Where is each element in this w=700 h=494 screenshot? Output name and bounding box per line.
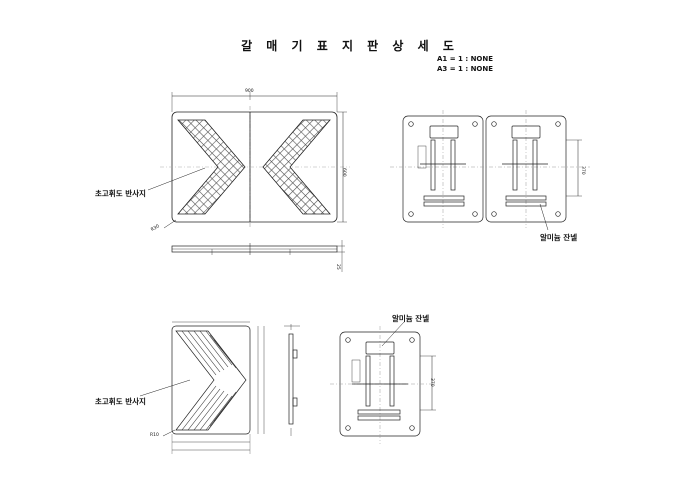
front-chevron-left — [177, 119, 246, 215]
callout-aluminum-panel-right: 알미늄 잔넬 — [540, 233, 578, 242]
single-chevron-view — [139, 321, 265, 454]
single-chevron-shape — [175, 330, 247, 431]
single-back-view — [330, 321, 436, 444]
callout-reflective-sheet-top: 초고휘도 반사지 — [95, 189, 146, 198]
side-profile-view — [284, 324, 300, 436]
scale-note-a3: A3 = 1 : NONE — [437, 65, 494, 73]
single-panel-outline — [171, 325, 251, 435]
front-view — [147, 92, 350, 229]
thickness-view — [171, 240, 345, 272]
scale-note-a1: A1 = 1 : NONE — [437, 55, 494, 63]
single-chevron-stripes — [181, 330, 241, 431]
dim-front-width: 900 — [245, 89, 254, 94]
drawing-title: 갈 매 기 표 지 판 상 세 도 — [241, 39, 459, 53]
callout-reflective-sheet-bottom: 초고휘도 반사지 — [95, 397, 146, 406]
dim-corner-radius-bottom: R10 — [150, 433, 159, 438]
callout-aluminum-panel-bottom: 알미늄 잔넬 — [392, 314, 430, 323]
front-chevron-right — [262, 119, 331, 215]
back-view — [390, 110, 590, 231]
